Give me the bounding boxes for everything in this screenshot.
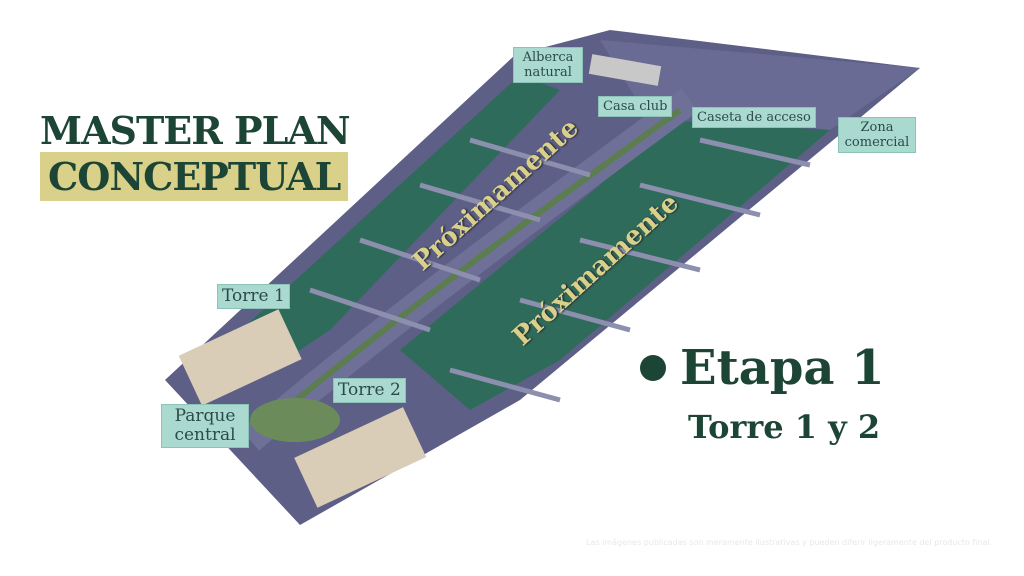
label-casa-club: Casa club bbox=[598, 96, 673, 117]
stage-subtitle: Torre 1 y 2 bbox=[688, 408, 881, 446]
disclaimer: Las imágenes publicadas son meramente il… bbox=[586, 538, 993, 547]
label-torre-2: Torre 2 bbox=[333, 378, 406, 403]
stage-heading: Etapa 1 bbox=[640, 340, 885, 396]
label-caseta-de-acceso: Caseta de acceso bbox=[692, 107, 816, 128]
torre-1-building bbox=[178, 309, 302, 406]
green-lots-right bbox=[400, 120, 830, 410]
page-title-line2: CONCEPTUAL bbox=[40, 152, 349, 201]
label-torre-1: Torre 1 bbox=[217, 284, 290, 309]
stage-title: Etapa 1 bbox=[680, 340, 885, 396]
green-lots-left bbox=[230, 75, 560, 370]
label-alberca-natural: Alberca natural bbox=[513, 47, 583, 83]
park-strip bbox=[258, 107, 682, 433]
label-zona-comercial: Zona comercial bbox=[838, 117, 916, 153]
lot-lines bbox=[309, 137, 811, 403]
label-parque-central: Parque central bbox=[161, 404, 249, 448]
central-park bbox=[250, 398, 340, 442]
page-title-line1: MASTER PLAN bbox=[40, 108, 351, 153]
bullet-icon bbox=[640, 355, 666, 381]
clubhouse bbox=[588, 54, 662, 86]
torre-2-building bbox=[294, 407, 427, 508]
